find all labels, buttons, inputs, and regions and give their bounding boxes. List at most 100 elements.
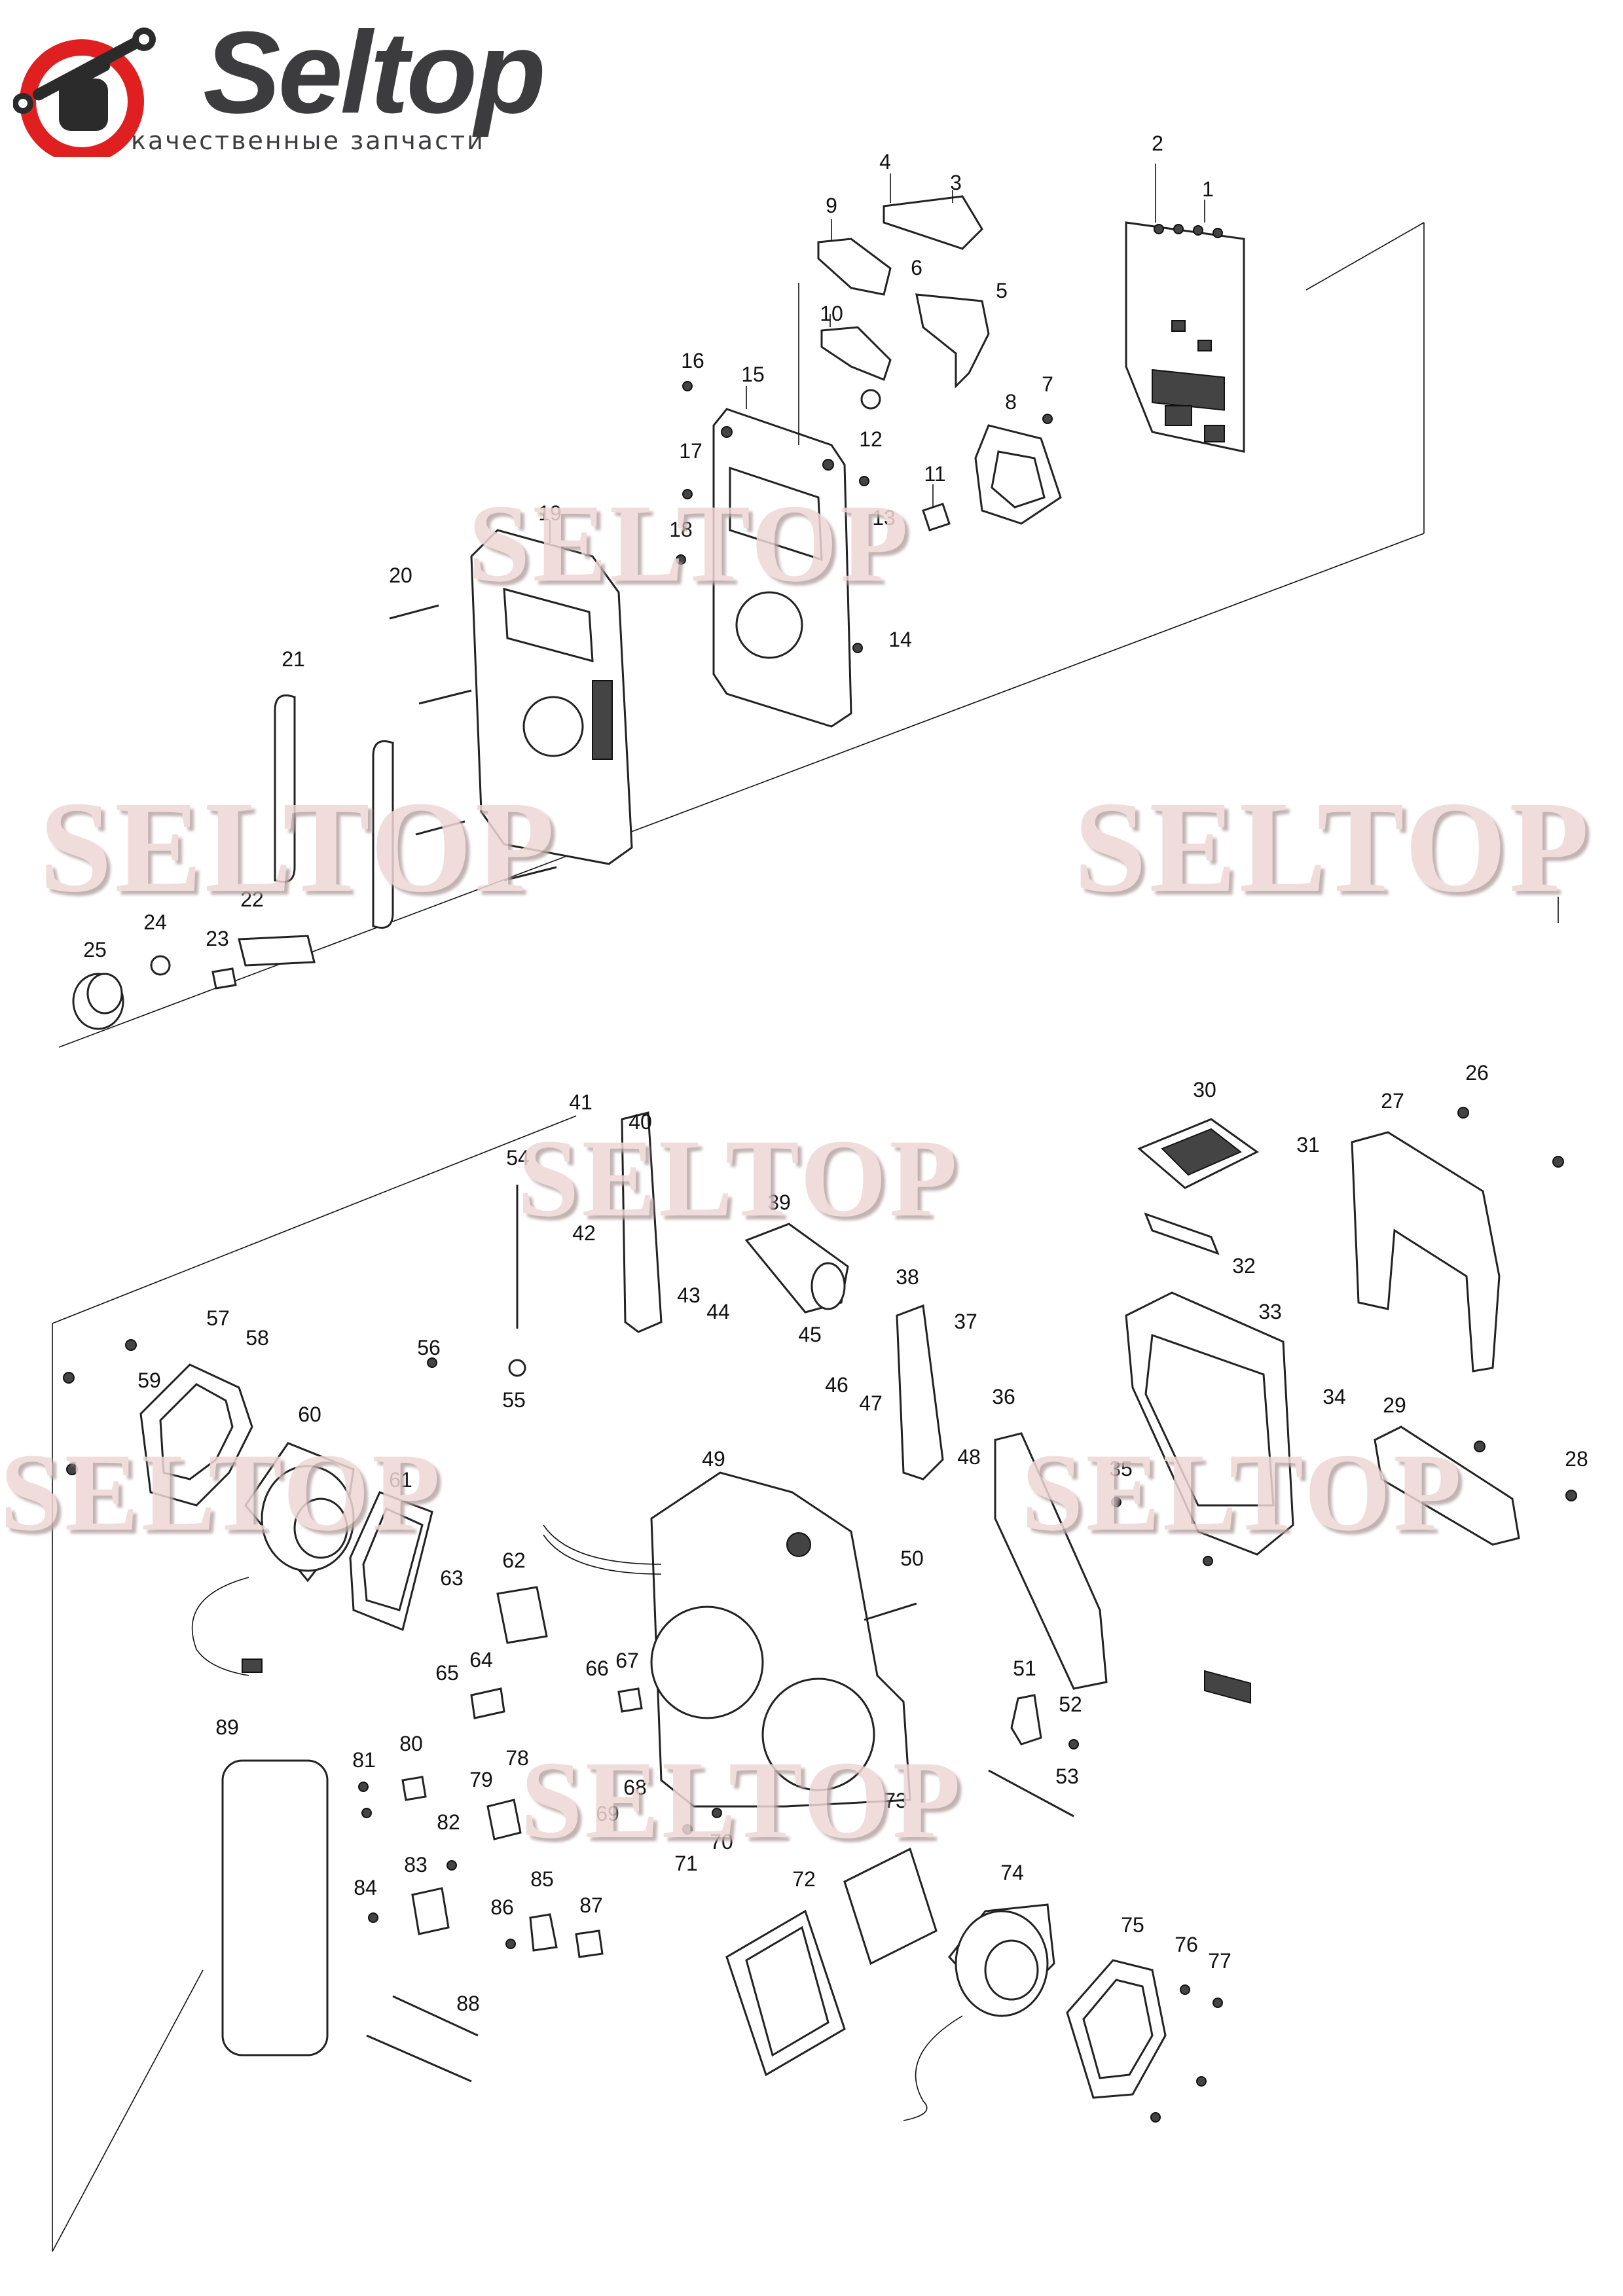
part-27-rear-handle xyxy=(1351,1131,1501,1372)
part-number-label: 69 xyxy=(596,1802,619,1825)
part-75-speaker-ring xyxy=(1066,1959,1167,2099)
section-frame-lower xyxy=(52,897,1559,2252)
part-number-label: 84 xyxy=(354,1876,377,1899)
part-number-label: 79 xyxy=(469,1768,493,1791)
part-15-front-frame xyxy=(712,283,852,728)
part-number-label: 72 xyxy=(792,1867,816,1891)
part-67-connector xyxy=(617,1687,643,1713)
part-number-label: 17 xyxy=(679,439,702,463)
part-59-speaker-ring xyxy=(139,1363,253,1507)
part-21-handle-rod xyxy=(274,694,394,929)
part-number-label: 24 xyxy=(143,910,167,934)
part-number-label: 6 xyxy=(911,256,922,279)
part-24-oring xyxy=(150,955,171,976)
part-number-label: 71 xyxy=(674,1852,698,1875)
part-number-label: 67 xyxy=(615,1649,639,1672)
part-number-label: 85 xyxy=(530,1867,554,1891)
part-number-label: 13 xyxy=(872,506,896,529)
part-number-label: 21 xyxy=(282,647,305,671)
part-number-label: 28 xyxy=(1565,1447,1588,1471)
part-number-label: 58 xyxy=(246,1326,269,1350)
part-73-gasket xyxy=(843,1847,938,1965)
part-51-clip xyxy=(1010,1694,1042,1746)
part-number-label: 38 xyxy=(896,1265,919,1289)
part-number-label: 47 xyxy=(859,1391,883,1415)
part-number-label: 37 xyxy=(954,1310,977,1333)
part-number-label: 42 xyxy=(572,1221,596,1245)
part-number-label: 82 xyxy=(437,1810,460,1834)
part-number-label: 36 xyxy=(992,1385,1015,1408)
part-number-label: 43 xyxy=(677,1283,701,1307)
part-number-label: 81 xyxy=(352,1748,376,1772)
part-number-label: 59 xyxy=(137,1369,161,1392)
part-number-label: 74 xyxy=(1000,1861,1024,1884)
watermark: SELTOP xyxy=(517,1117,960,1240)
brand-tagline: качественные запчасти xyxy=(131,126,485,155)
part-49-main-housing xyxy=(543,1471,911,1808)
part-number-label: 54 xyxy=(506,1146,530,1170)
part-23-clip xyxy=(211,967,237,990)
part-number-label: 11 xyxy=(924,462,945,486)
part-number-label: 64 xyxy=(469,1648,493,1672)
part-number-label: 3 xyxy=(950,171,962,194)
part-53-rod xyxy=(988,1769,1074,1818)
watermark: SELTOP xyxy=(39,775,558,920)
part-number-label: 19 xyxy=(538,501,562,525)
part-64-connector xyxy=(470,1687,505,1719)
part-54-antenna xyxy=(508,1185,526,1377)
part-number-label: 60 xyxy=(298,1403,321,1426)
part-36-gasket xyxy=(994,1432,1108,1690)
part-number-label: 5 xyxy=(996,279,1008,302)
part-80-pcb xyxy=(401,1776,427,1801)
part-number-label: 73 xyxy=(884,1789,907,1812)
part-number-label: 16 xyxy=(681,349,704,372)
part-61-gasket xyxy=(349,1491,433,1632)
part-number-label: 52 xyxy=(1059,1693,1082,1716)
part-number-label: 20 xyxy=(389,564,412,587)
part-89-gasket xyxy=(221,1759,329,2056)
part-number-label: 31 xyxy=(1296,1133,1320,1157)
watermark: SELTOP xyxy=(1021,1431,1465,1554)
part-number-label: 57 xyxy=(206,1306,230,1330)
part-number-label: 18 xyxy=(669,518,693,541)
part-number-label: 40 xyxy=(629,1110,652,1134)
part-number-label: 48 xyxy=(957,1445,981,1469)
part-number-label: 9 xyxy=(826,194,837,217)
part-number-label: 45 xyxy=(798,1323,822,1346)
screws xyxy=(63,381,1577,2123)
watermark: SELTOP xyxy=(1074,775,1592,920)
part-29-bracket xyxy=(1374,1426,1520,1546)
part-number-label: 61 xyxy=(389,1468,412,1492)
part-number-label: 41 xyxy=(569,1090,593,1114)
part-number-label: 77 xyxy=(1208,1949,1231,1973)
part-62-pcb xyxy=(496,1586,548,1644)
part-number-label: 80 xyxy=(399,1732,423,1755)
part-88-cable-ties xyxy=(366,1995,479,2083)
part-number-label: 27 xyxy=(1381,1089,1404,1113)
part-38-side-handle xyxy=(896,1304,944,1480)
part-number-label: 22 xyxy=(240,888,264,911)
part-number-label: 23 xyxy=(206,927,229,950)
part-40-side-handle xyxy=(621,1111,663,1333)
brand-logo xyxy=(12,26,164,164)
part-50-screw xyxy=(864,1602,917,1621)
part-number-label: 1 xyxy=(1202,177,1214,201)
part-number-label: 55 xyxy=(502,1388,526,1412)
part-number-label: 34 xyxy=(1322,1385,1346,1408)
part-number-label: 78 xyxy=(505,1746,529,1770)
part-number-label: 44 xyxy=(706,1300,730,1323)
part-number-label: 62 xyxy=(502,1549,526,1572)
part-number-label: 70 xyxy=(710,1830,733,1854)
part-83-pcb xyxy=(411,1887,450,1935)
part-number-label: 32 xyxy=(1232,1254,1256,1278)
part-8-plate xyxy=(974,424,1062,525)
part-number-label: 76 xyxy=(1175,1933,1198,1956)
part-number-label: 89 xyxy=(215,1715,239,1739)
part-number-label: 12 xyxy=(859,427,883,451)
part-number-label: 49 xyxy=(702,1447,725,1471)
part-19-front-cover xyxy=(470,520,633,865)
part-22-latch xyxy=(238,935,316,967)
part-number-label: 10 xyxy=(820,302,843,325)
part-number-label: 14 xyxy=(888,628,912,651)
